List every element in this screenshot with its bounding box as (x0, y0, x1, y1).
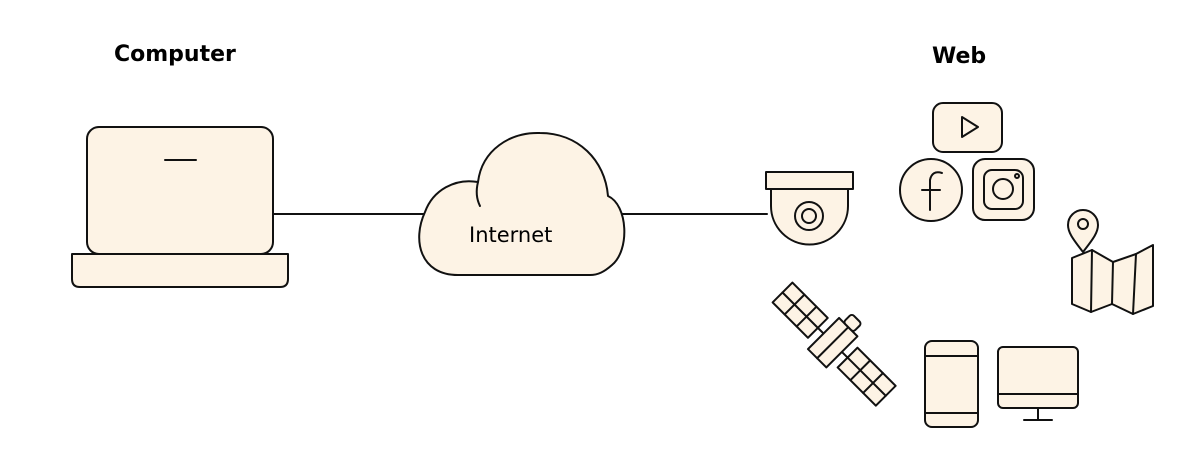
facebook-icon (899, 158, 963, 222)
smartphone-icon (924, 340, 979, 428)
map-pin-icon (1067, 209, 1099, 253)
instagram-icon (972, 158, 1035, 221)
laptop-icon (71, 126, 289, 288)
web-label: Web (932, 44, 986, 69)
monitor-icon (997, 346, 1079, 421)
satellite-icon (771, 281, 897, 407)
video-play-icon (932, 102, 1003, 153)
map-icon (1071, 244, 1154, 315)
security-camera-icon (765, 171, 854, 246)
cloud-icon: Internet (418, 131, 626, 276)
internet-label: Internet (469, 223, 552, 247)
computer-label: Computer (114, 42, 236, 67)
